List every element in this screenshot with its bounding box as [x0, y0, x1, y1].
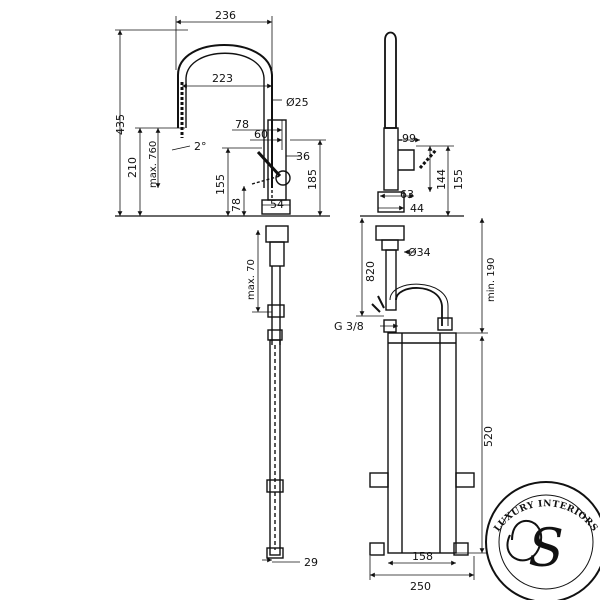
front-base: [377, 191, 405, 213]
dim-820: 820: [364, 261, 377, 282]
dim-60: 60: [254, 128, 268, 141]
bracket-left: [369, 472, 389, 488]
dim-155: 155: [214, 174, 227, 195]
dim-250: 250: [410, 580, 431, 593]
dim-210: 210: [126, 157, 139, 178]
front-view-labels: 99 144 155 63 44 Ø34 820 min. 190 G 3/8 …: [334, 132, 497, 593]
dim-70: max. 70: [246, 259, 257, 300]
dim-g38: G 3/8: [334, 320, 364, 333]
dim-29: 29: [304, 556, 318, 569]
luxury-interiors-logo: LUXURY INTERIORS S: [485, 481, 600, 600]
dim-435: 435: [114, 114, 127, 135]
weight-housing: [387, 332, 457, 554]
dim-99: 99: [402, 132, 416, 145]
bracket-right: [455, 472, 475, 488]
dim-63: 63: [400, 188, 414, 201]
mounting-nut: [265, 225, 289, 243]
logo-swirl-icon: [506, 520, 543, 562]
lever-pivot: [275, 170, 291, 186]
lever: [256, 150, 282, 178]
front-body: [383, 127, 399, 191]
front-view: [360, 31, 475, 556]
front-nut: [375, 225, 405, 241]
dim-190: min. 190: [486, 258, 497, 302]
dim-78-top: 78: [235, 118, 249, 131]
front-spout: [384, 31, 397, 129]
dim-36: 36: [296, 150, 310, 163]
dim-520: 520: [482, 426, 495, 447]
faucet-body: [267, 119, 287, 201]
dim-34: Ø34: [408, 246, 431, 259]
dim-760: max. 760: [148, 141, 159, 188]
dim-158: 158: [412, 550, 433, 563]
side-view: [115, 44, 330, 559]
dim-2deg: 2°: [194, 140, 207, 153]
front-hose: [395, 287, 443, 326]
spout-outline: [177, 44, 273, 188]
front-lever: [398, 149, 415, 171]
spout-inner: [185, 52, 265, 188]
logo-monogram: S: [528, 519, 564, 579]
dim-223: 223: [212, 72, 233, 85]
side-view-labels: 236 223 Ø25 435 210 max. 760 2° 78 60 36…: [114, 9, 319, 569]
dim-144: 144: [435, 169, 448, 190]
dim-236: 236: [215, 9, 236, 22]
dim-54: 54: [270, 198, 284, 211]
dim-155-front: 155: [452, 169, 465, 190]
dim-25: Ø25: [286, 96, 309, 109]
dim-78-bottom: 78: [230, 198, 243, 212]
dim-185: 185: [306, 169, 319, 190]
faucet-base: [261, 199, 291, 215]
dim-44: 44: [410, 202, 424, 215]
